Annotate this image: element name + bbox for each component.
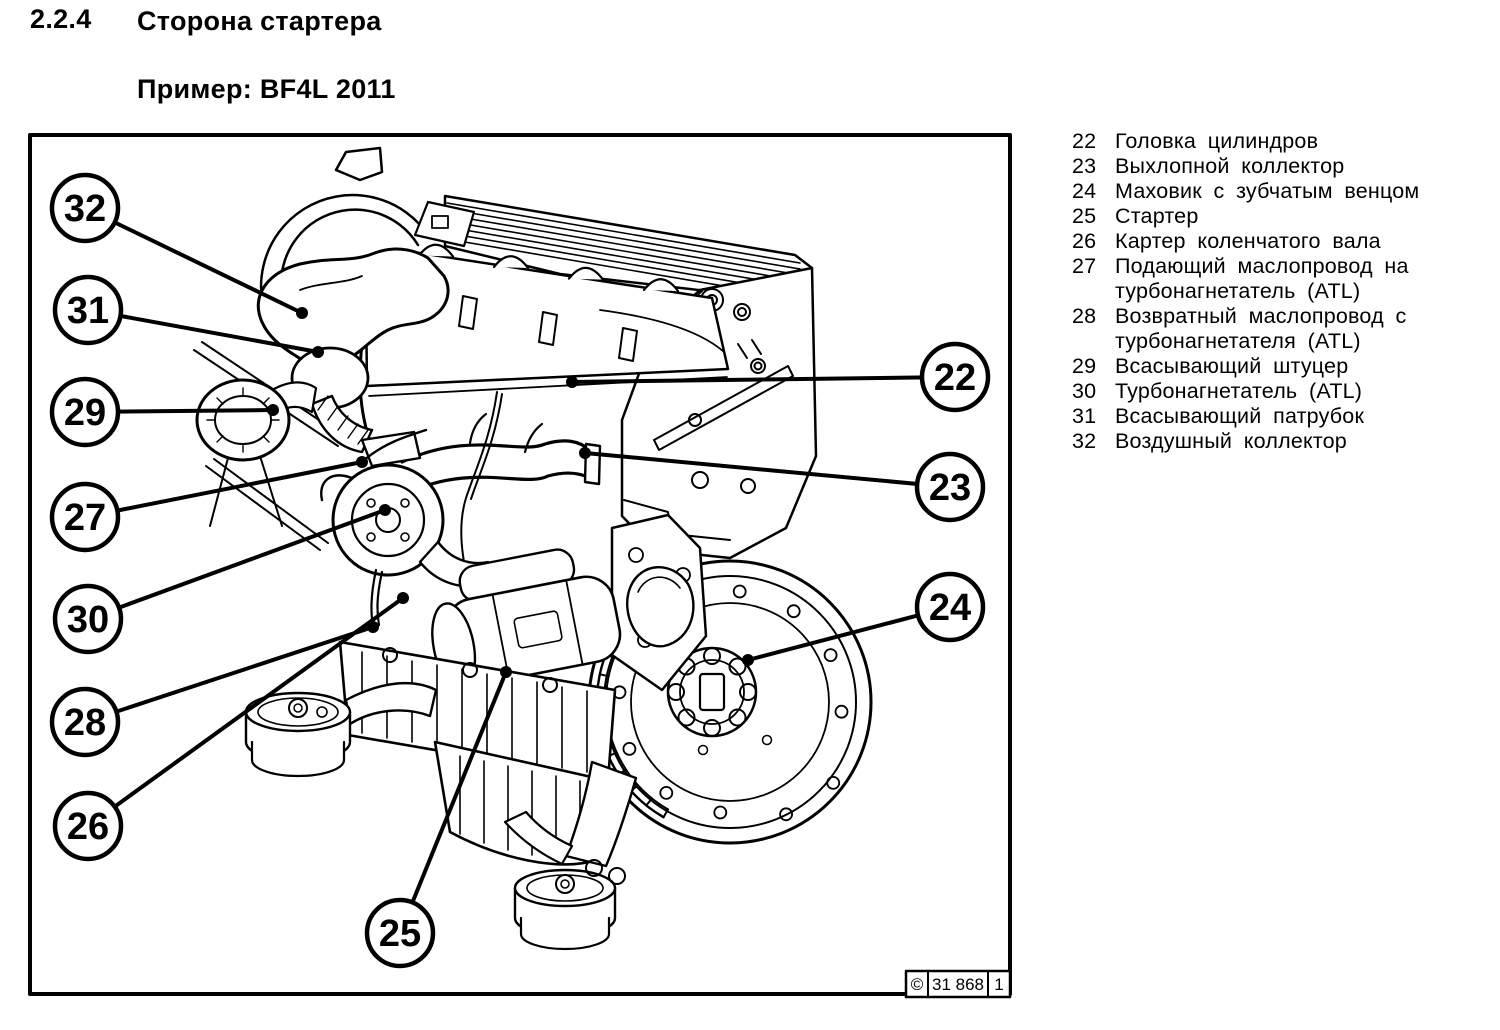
svg-text:30: 30 [67,599,109,641]
svg-text:32: 32 [64,188,106,230]
callouts: 32 31 29 27 30 28 26 25 [49,172,991,969]
svg-text:24: 24 [929,587,971,629]
callout-31: 31 [52,274,124,346]
svg-text:22: 22 [934,357,976,399]
intake-fitting [195,378,318,462]
svg-text:31: 31 [67,290,109,332]
callout-29: 29 [49,376,121,448]
stamp-box: © 31 868 1 [904,969,1012,999]
svg-text:26: 26 [67,806,109,848]
engine-mount-front [244,681,438,778]
callout-28: 28 [49,686,121,758]
svg-text:25: 25 [379,913,421,955]
callout-27: 27 [49,481,121,553]
page-title: Сторона стартера Пример: BF4L 2011 [137,4,396,106]
svg-text:28: 28 [64,702,106,744]
callout-30: 30 [52,583,124,655]
bearing-cover [626,566,695,648]
svg-text:23: 23 [929,467,971,509]
oil-supply-line [360,428,428,464]
flywheel-hub [666,646,758,738]
svg-text:29: 29 [64,392,106,434]
svg-text:27: 27 [64,497,106,539]
callout-26: 26 [52,790,124,862]
stamp-sheet: 1 [994,975,1003,994]
stamp-copyright: © [911,975,924,994]
stamp-number: 31 868 [932,975,984,994]
callout-24: 24 [914,571,986,643]
callout-target-dots [267,307,754,678]
page-title-line1: Сторона стартера [137,6,382,36]
oil-dipstick [460,391,503,589]
callout-32: 32 [49,172,121,244]
callout-23: 23 [914,451,986,523]
engine-mount-rear [503,760,638,951]
callout-25: 25 [364,897,436,969]
callout-leader-lines [83,206,957,935]
section-number: 2.2.4 [30,4,92,34]
valve-cover [358,200,730,460]
page-title-line2: Пример: BF4L 2011 [137,74,396,104]
adapter-plate [610,513,708,692]
callout-22: 22 [919,341,991,413]
engine-illustration [193,146,873,951]
